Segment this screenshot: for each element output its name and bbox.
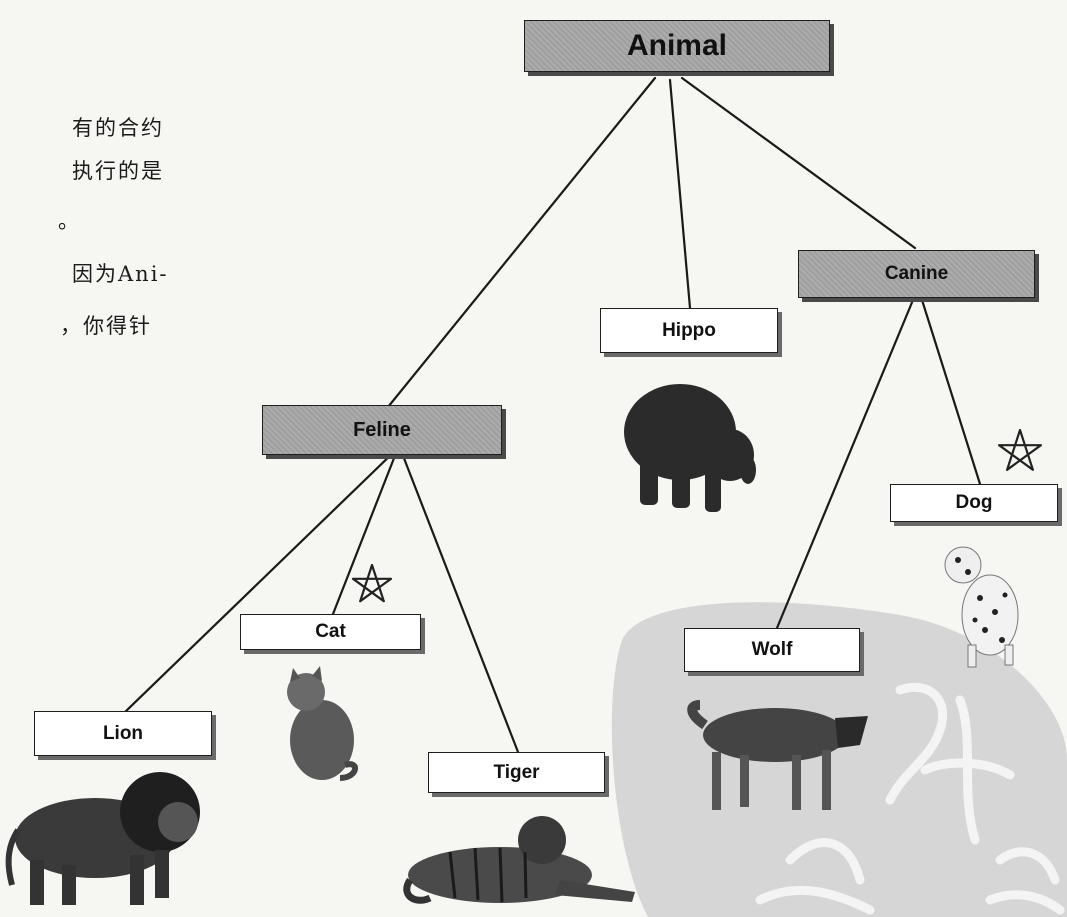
edge-animal-hippo [668,78,692,310]
edge-animal-feline [386,76,657,409]
dog-image [944,546,1019,668]
edge-feline-lion [123,446,400,714]
edge-feline-tiger [398,446,520,754]
side-text-line: 因为Ani- [72,262,169,286]
node-hippo: Hippo [600,308,778,353]
star-mark [351,563,393,603]
edge-canine-dog [920,298,982,486]
node-dog: Dog [890,484,1058,522]
edge-animal-canine [680,76,917,250]
node-lion: Lion [34,711,212,756]
star-mark [998,428,1042,471]
node-animal: Animal [524,20,830,72]
side-text-line: ，你得针 [60,314,152,338]
edge-feline-cat [331,446,400,616]
node-tiger: Tiger [428,752,605,793]
node-feline: Feline [262,405,502,455]
node-cat: Cat [240,614,421,650]
cat-image [287,666,358,781]
hippo-image [624,384,756,512]
watermark [611,602,1067,917]
wolf-image [687,700,868,810]
node-wolf: Wolf [684,628,860,672]
side-text-line: 有的合约 [72,116,164,140]
side-text-line: 。 [58,209,81,233]
side-text-line: 执行的是 [72,159,164,183]
node-canine: Canine [798,250,1035,298]
lion-image [5,772,200,905]
tiger-image [403,816,635,904]
edge-canine-wolf [775,298,915,630]
